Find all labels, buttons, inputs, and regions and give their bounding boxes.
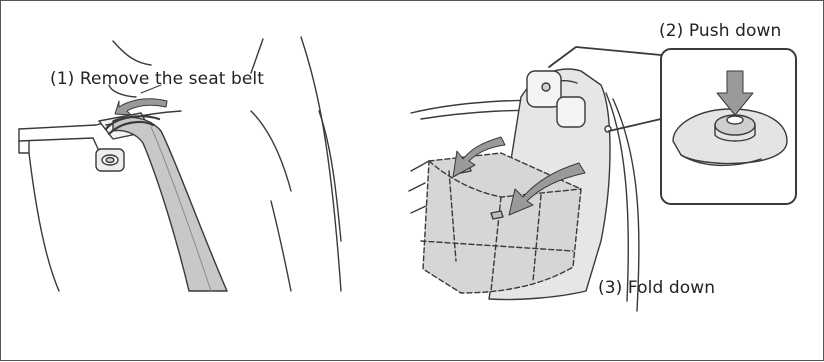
- step-2-caption: (2) Push down: [659, 21, 781, 41]
- anchor-boss: [96, 149, 124, 171]
- seat-belt-webbing: [113, 117, 227, 291]
- push-down-inset: [661, 49, 796, 204]
- headrest-center: [557, 97, 585, 127]
- step-3-caption: (3) Fold down: [598, 278, 715, 298]
- step-1-caption: (1) Remove the seat belt: [50, 69, 264, 89]
- headrest-left: [527, 71, 561, 107]
